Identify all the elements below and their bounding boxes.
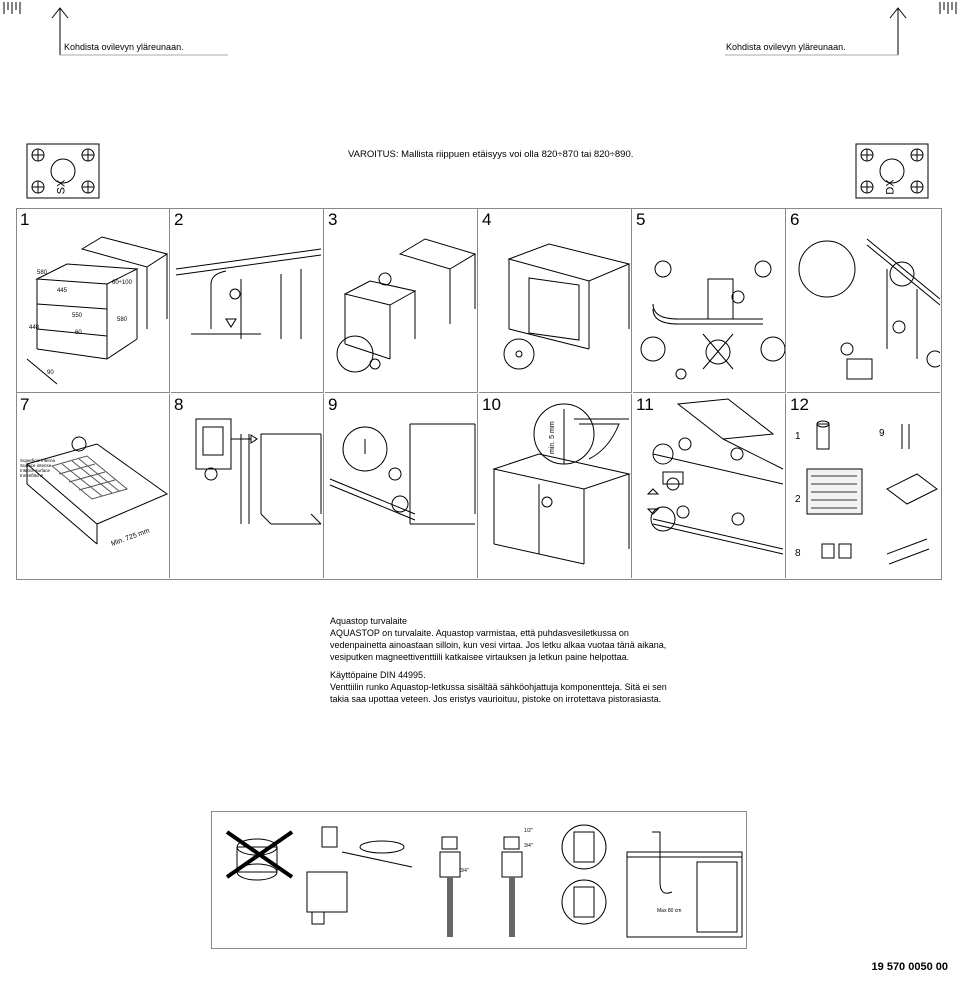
- step-panel-2: 2: [171, 209, 324, 393]
- step-number: 2: [174, 210, 184, 229]
- step-number: 12: [790, 395, 809, 414]
- step-panel-1: 1 580 445 60÷100 550 580 448 60 90: [17, 209, 170, 393]
- surface-note: Interior surface: [20, 468, 51, 473]
- part-number: 2: [795, 494, 801, 505]
- min-gap-label: min. 5 mm: [549, 421, 556, 454]
- step-5-drawing: [633, 209, 786, 393]
- step-4-drawing: [479, 209, 632, 393]
- dim-label: 580: [117, 317, 128, 323]
- dim-label: 445: [57, 288, 68, 294]
- crop-marks: [0, 0, 960, 60]
- step-10-drawing: min. 5 mm: [479, 394, 632, 578]
- step-number: 3: [328, 210, 338, 229]
- step-number: 4: [482, 210, 492, 229]
- step-number: 5: [636, 210, 646, 229]
- hinge-plate-left: SX: [26, 143, 100, 199]
- aquastop-paragraph-2: Venttiilin runko Aquastop-letkussa sisäl…: [330, 682, 667, 704]
- hinge-plate-right: DX: [855, 143, 929, 199]
- step-3-drawing: [325, 209, 478, 393]
- header-left-note: Kohdista ovilevyn yläreunaan.: [64, 42, 184, 52]
- aquastop-drawing: 3/4" 1/2" 3/4" Max 80 cm: [212, 812, 748, 950]
- aquastop-illustration: 3/4" 1/2" 3/4" Max 80 cm: [211, 811, 747, 949]
- document-number: 19 570 0050 00: [871, 961, 948, 973]
- step-panel-12: 12 1 9 2 8: [787, 394, 940, 578]
- dim-label: 580: [37, 270, 48, 276]
- step-9-drawing: [325, 394, 478, 578]
- step-number: 1: [20, 210, 30, 229]
- step-number: 8: [174, 395, 184, 414]
- step-panel-11: 11: [633, 394, 786, 578]
- step-panel-9: 9: [325, 394, 478, 578]
- installation-steps-grid: 1 580 445 60÷100 550 580 448 60 90 2: [16, 208, 942, 580]
- thread-label: 3/4": [460, 868, 469, 874]
- dim-label: 448: [29, 325, 40, 331]
- step-8-drawing: [171, 394, 324, 578]
- dim-label: 60: [75, 330, 82, 336]
- step-12-drawing: 1 9 2 8: [795, 394, 940, 578]
- step-number: 11: [636, 395, 654, 414]
- aquastop-paragraph-1: AQUASTOP on turvalaite. Aquastop varmist…: [330, 628, 667, 662]
- surface-note: Superficie interna: [20, 458, 56, 463]
- step-panel-4: 4: [479, 209, 632, 393]
- step-panel-6: 6: [787, 209, 940, 393]
- surface-note: Innenfläche: [20, 473, 44, 478]
- hinge-left-label: SX: [55, 179, 68, 195]
- step-panel-5: 5: [633, 209, 786, 393]
- step-11-drawing: [633, 394, 786, 578]
- hinge-left-drawing: [26, 143, 100, 199]
- header-right-note: Kohdista ovilevyn yläreunaan.: [726, 42, 846, 52]
- warning-text: VAROITUS: Mallista riippuen etäisyys voi…: [348, 149, 634, 160]
- part-number: 9: [879, 428, 885, 439]
- step-1-drawing: 580 445 60÷100 550 580 448 60 90: [17, 209, 170, 393]
- step-number: 10: [482, 395, 501, 414]
- part-number: 1: [795, 431, 801, 442]
- step-6-drawing: [787, 209, 940, 393]
- dim-label: 90: [47, 370, 54, 376]
- step-panel-3: 3: [325, 209, 478, 393]
- step-panel-7: 7 Superficie interna Surface intense Int…: [17, 394, 170, 578]
- step-number: 7: [20, 395, 30, 414]
- aquastop-title: Aquastop turvalaite: [330, 616, 408, 626]
- max-height-label: Max 80 cm: [657, 908, 681, 914]
- step-number: 9: [328, 395, 338, 414]
- part-number: 8: [795, 548, 801, 559]
- thread-label: 3/4": [524, 843, 533, 849]
- aquastop-paragraph-2-title: Käyttöpaine DIN 44995.: [330, 670, 426, 680]
- step-panel-8: 8: [171, 394, 324, 578]
- surface-note: Surface intense: [20, 463, 52, 468]
- dim-label: 550: [72, 313, 83, 319]
- step-2-drawing: [171, 209, 324, 393]
- step-7-drawing: Superficie interna Surface intense Inter…: [20, 394, 170, 548]
- hinge-right-drawing: [855, 143, 929, 199]
- dim-label: 60÷100: [112, 280, 133, 286]
- step-number: 6: [790, 210, 800, 229]
- min-height-label: Min. 725 mm: [110, 527, 151, 547]
- step-panel-10: 10 min. 5 mm: [479, 394, 632, 578]
- thread-label: 1/2": [524, 828, 533, 834]
- hinge-right-label: DX: [884, 179, 897, 195]
